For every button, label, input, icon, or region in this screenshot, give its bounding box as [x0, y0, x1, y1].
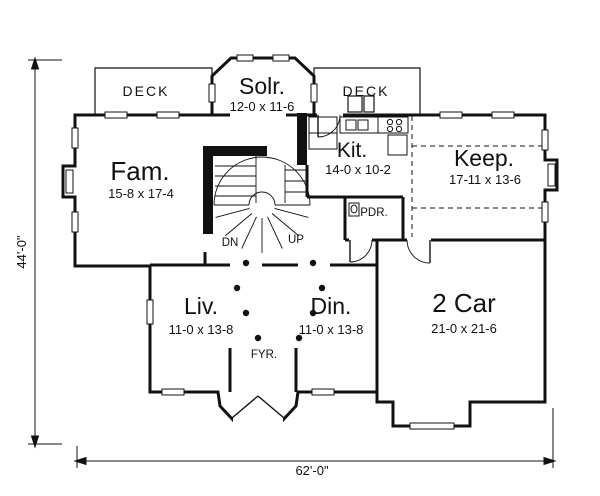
dining-name: Din. — [311, 293, 352, 319]
family-size: 15-8 x 17-4 — [108, 186, 174, 201]
solarium-name: Solr. — [239, 73, 285, 99]
kitchen-size: 14-0 x 10-2 — [325, 162, 391, 177]
window — [311, 388, 335, 396]
columns — [233, 259, 326, 342]
powder-sink-bowl — [350, 204, 358, 214]
kitchen-sink-bowl — [357, 119, 369, 131]
keeping-size: 17-11 x 13-6 — [449, 172, 521, 187]
garage-size: 21-0 x 21-6 — [431, 321, 497, 336]
garage-name: 2 Car — [432, 288, 496, 318]
stairs-up-label: UP — [288, 234, 304, 246]
window — [161, 388, 185, 396]
labels: DECK DECK Solr. 12-0 x 11-6 Fam. 15-8 x … — [14, 73, 521, 478]
stair-winder — [224, 213, 253, 237]
deck-grill-side — [363, 95, 375, 113]
front-door-right-leaf — [257, 395, 285, 419]
door-gap — [407, 237, 431, 243]
family-fireplace-firebox — [65, 169, 74, 194]
cooktop-burner — [395, 118, 403, 126]
doors — [231, 111, 431, 424]
column — [309, 259, 317, 267]
stair-wall-left — [203, 146, 213, 234]
front-door-left-leaf — [231, 395, 259, 419]
deck-grill — [347, 95, 363, 113]
kitchen-sink-bowl — [345, 119, 357, 131]
window — [409, 422, 455, 430]
column — [242, 309, 250, 317]
deck-outlines — [94, 67, 421, 115]
living-name: Liv. — [184, 293, 218, 319]
keeping-fireplace-firebox — [547, 163, 556, 187]
column — [254, 334, 262, 342]
window — [146, 299, 154, 325]
stair-wall-top — [203, 146, 267, 156]
dim-arrow — [73, 456, 87, 466]
living-size: 11-0 x 13-8 — [169, 322, 234, 337]
column — [233, 284, 241, 292]
door-gap — [233, 417, 283, 424]
stair-winder — [274, 207, 309, 218]
column — [318, 284, 326, 292]
deck-right-outline — [313, 67, 421, 115]
dim-left-label: 44'-0" — [14, 235, 29, 269]
dining-size: 11-0 x 13-8 — [299, 322, 364, 337]
window — [104, 111, 128, 119]
powder-sink — [348, 202, 360, 217]
window — [541, 129, 549, 151]
exterior-walls — [61, 56, 559, 428]
refrigerator — [387, 134, 408, 156]
dimension-lines — [28, 56, 557, 468]
solarium-size: 12-0 x 11-6 — [230, 99, 295, 114]
interior-walls — [150, 113, 545, 392]
exterior-outline — [61, 56, 559, 428]
deck-left-outline — [94, 67, 213, 115]
powder-name: PDR. — [360, 207, 387, 219]
stair-outer-arc — [213, 156, 311, 206]
cooktop-burner — [386, 125, 394, 133]
window — [310, 83, 318, 103]
window — [272, 54, 290, 62]
cooktop-burner — [386, 118, 394, 126]
fixtures — [65, 116, 556, 217]
keeping-ceiling-dashed — [411, 116, 543, 238]
door-gap — [349, 237, 372, 243]
windows — [71, 54, 549, 430]
stair-winder — [271, 213, 300, 237]
column — [295, 334, 303, 342]
dim-bottom-label: 62'-0" — [295, 463, 329, 478]
deck-left-label: DECK — [123, 83, 170, 99]
powder-door-swing — [349, 239, 373, 263]
foyer-name: FYR. — [251, 349, 277, 361]
door-gap — [317, 111, 343, 119]
deck-right-label: DECK — [343, 83, 390, 99]
window — [236, 54, 254, 62]
window — [491, 111, 515, 119]
dim-arrow — [543, 456, 557, 466]
stair-winder — [241, 216, 257, 249]
window — [208, 83, 216, 103]
stair-winder — [215, 207, 250, 218]
window — [439, 111, 463, 119]
dim-arrow — [30, 56, 40, 70]
family-name: Fam. — [110, 156, 169, 186]
stairs-down-label: DN — [222, 237, 239, 249]
stair-winder — [267, 216, 283, 249]
column — [309, 309, 317, 317]
window — [71, 127, 79, 149]
keeping-name: Keep. — [454, 145, 514, 171]
window — [541, 201, 549, 223]
cooktop-burner — [395, 125, 403, 133]
garage-door-swing — [406, 239, 431, 264]
stair-inner-arc — [248, 191, 276, 206]
dim-arrow — [30, 435, 40, 449]
window — [156, 111, 180, 119]
column — [242, 259, 250, 267]
stair-wall-right — [297, 113, 307, 165]
window — [71, 211, 79, 233]
kitchen-counter — [339, 116, 409, 134]
staircase — [203, 113, 311, 253]
kitchen-name: Kit. — [337, 139, 367, 162]
